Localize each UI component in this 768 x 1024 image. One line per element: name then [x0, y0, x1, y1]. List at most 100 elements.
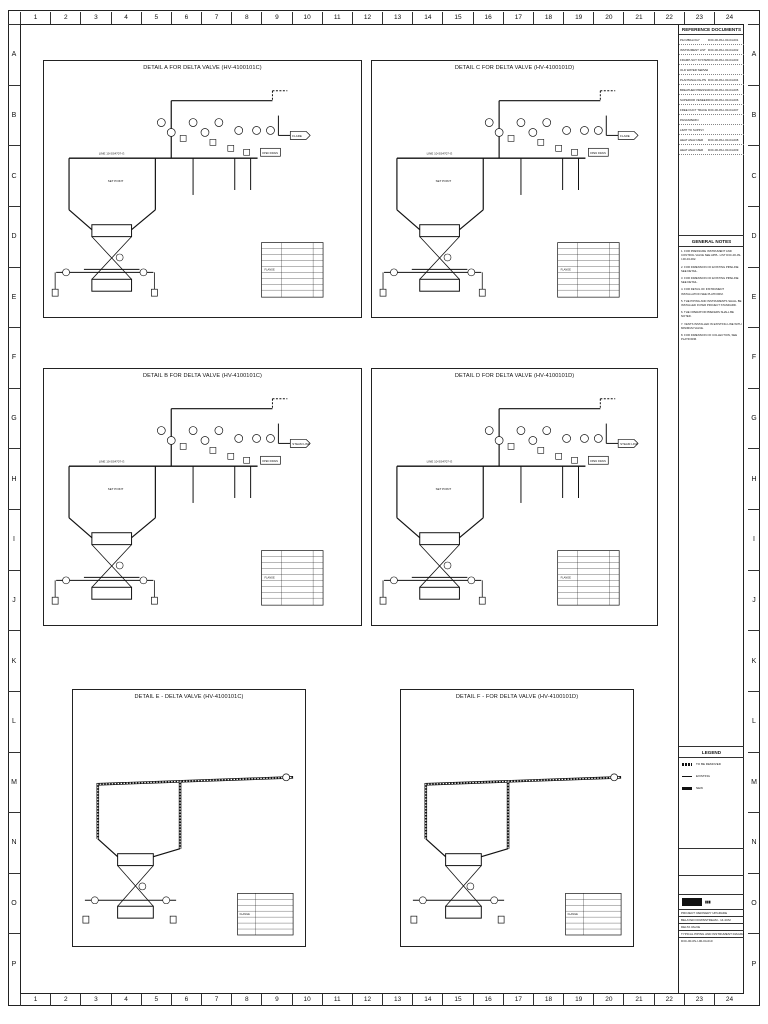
note-item: 6. THE OPERATOR PREFERS SHALL BE NOTED.	[681, 310, 734, 319]
column-label: 11	[321, 12, 352, 24]
valve-body	[179, 135, 187, 142]
valve-body	[243, 149, 250, 156]
note-item: 8. FOR DIMENSION OF COLLECTION, SEE PLAT…	[681, 333, 738, 342]
column-label: 3	[80, 12, 110, 24]
reference-name: FREE DUCT TRACE	[680, 107, 708, 112]
reference-doc: D3C-00-0S-I-00-04-005	[708, 87, 739, 92]
delta-valve-bottom	[91, 278, 133, 292]
column-label: 19	[563, 994, 593, 1006]
column-label: 5	[140, 994, 171, 1006]
column-label: 13	[382, 994, 412, 1006]
row-label: K	[748, 630, 760, 691]
connector-label: STEAM LINE	[292, 442, 310, 446]
instrument-bubble	[390, 268, 398, 277]
reference-doc: D3C-00-0S-I-00-04-003	[708, 57, 739, 62]
table-label: FLANGE	[561, 575, 572, 579]
instrument-bubble	[494, 436, 504, 445]
detail-d-title: DETAIL D FOR DELTA VALVE (HV-4100101D)	[454, 373, 575, 379]
detail-c-title: DETAIL C FOR DELTA VALVE (HV-4100101D)	[454, 65, 575, 71]
valve-body	[571, 457, 578, 464]
reference-name: HEAT ANALYZER	[680, 137, 704, 142]
column-label: 24	[713, 994, 744, 1006]
valve-body	[227, 145, 235, 152]
reference-name: SUPERIOR VENEER	[680, 97, 708, 102]
instrument-bubble	[490, 896, 498, 905]
spec-table	[557, 242, 620, 298]
row-label: I	[748, 509, 760, 570]
instrument-bubble	[62, 268, 70, 277]
column-label: 20	[593, 12, 623, 24]
off-page-connector	[617, 439, 639, 448]
valve-body	[209, 139, 217, 146]
instrument-bubble	[443, 561, 452, 570]
process-line	[459, 209, 484, 231]
legend-row: NEW	[679, 782, 744, 794]
line-label: LINE 10-SS4707-G	[427, 459, 453, 463]
row-label: J	[748, 569, 760, 631]
sidebar-spacer	[679, 155, 744, 236]
instrument-bubble	[115, 253, 124, 262]
row-label: A	[748, 24, 760, 85]
schematic-svg: FLANGE	[410, 773, 622, 936]
row-label: M	[748, 751, 760, 813]
row-label: H	[8, 448, 20, 509]
reference-name: INSTRUMENT LIST	[680, 47, 706, 52]
legend-section: LEGEND TO BE REMOVED EXISTING NEW	[679, 746, 744, 794]
row-label: C	[748, 145, 760, 206]
process-line	[131, 209, 156, 231]
reference-name: PANASPERIN	[680, 117, 699, 122]
off-page-connector	[617, 131, 639, 140]
delta-valve-cross	[445, 865, 482, 907]
detail-d-panel: DETAIL D FOR DELTA VALVE (HV-4100101D) L…	[371, 368, 658, 626]
drain-box	[260, 455, 281, 465]
detail-c-panel: DETAIL C FOR DELTA VALVE (HV-4100101D) L…	[371, 60, 658, 318]
instrument-bubble	[516, 426, 526, 435]
reference-doc: D3C-00-0S-I-00-04-009	[708, 147, 739, 152]
row-label: P	[8, 933, 20, 994]
connector-label: STEAM LINE	[620, 442, 638, 446]
company-logo: ▮▮▮	[679, 894, 744, 909]
column-label: 23	[683, 12, 714, 24]
delta-valve-bottom	[419, 278, 460, 292]
process-line	[425, 838, 447, 858]
row-label: J	[8, 569, 20, 631]
row-label: D	[8, 205, 20, 267]
new-line-icon	[682, 786, 692, 790]
reference-row: LIMIT TO SUPPLY	[679, 125, 744, 135]
instrument-bubble	[166, 128, 176, 137]
instrument-bubble	[443, 253, 452, 262]
instrument-bubble	[138, 882, 147, 891]
reference-name: FRAMP-SUT SYSTEM	[680, 57, 708, 62]
instrument-bubble	[91, 896, 99, 905]
column-label: 1	[20, 994, 50, 1006]
row-label: E	[8, 266, 20, 328]
column-label: 2	[50, 12, 80, 24]
row-label: B	[748, 84, 760, 146]
note-item: 3. FOR DIMENSION OF EXISTING PIPELINE SE…	[681, 276, 739, 285]
valve-body	[537, 139, 545, 146]
drain-label: OPEN DRAIN	[590, 151, 606, 155]
plug-box	[410, 915, 418, 924]
row-label: L	[748, 690, 760, 752]
row-label: M	[8, 751, 20, 813]
drain-label: OPEN DRAIN	[590, 459, 606, 463]
instrument-bubble	[62, 576, 70, 585]
note-item: 2. FOR DIMENSION OF EXISTING PIPELINE SE…	[681, 264, 739, 273]
revision-table	[679, 848, 744, 875]
column-label: 1	[20, 12, 50, 24]
column-label: 14	[412, 994, 442, 1006]
row-label: N	[748, 812, 760, 873]
reference-row: PANASPERIN	[679, 115, 744, 125]
instrument-bubble	[139, 268, 148, 277]
valve-body	[555, 145, 562, 152]
plug-box	[478, 288, 486, 297]
delta-valve-bottom	[445, 905, 482, 919]
